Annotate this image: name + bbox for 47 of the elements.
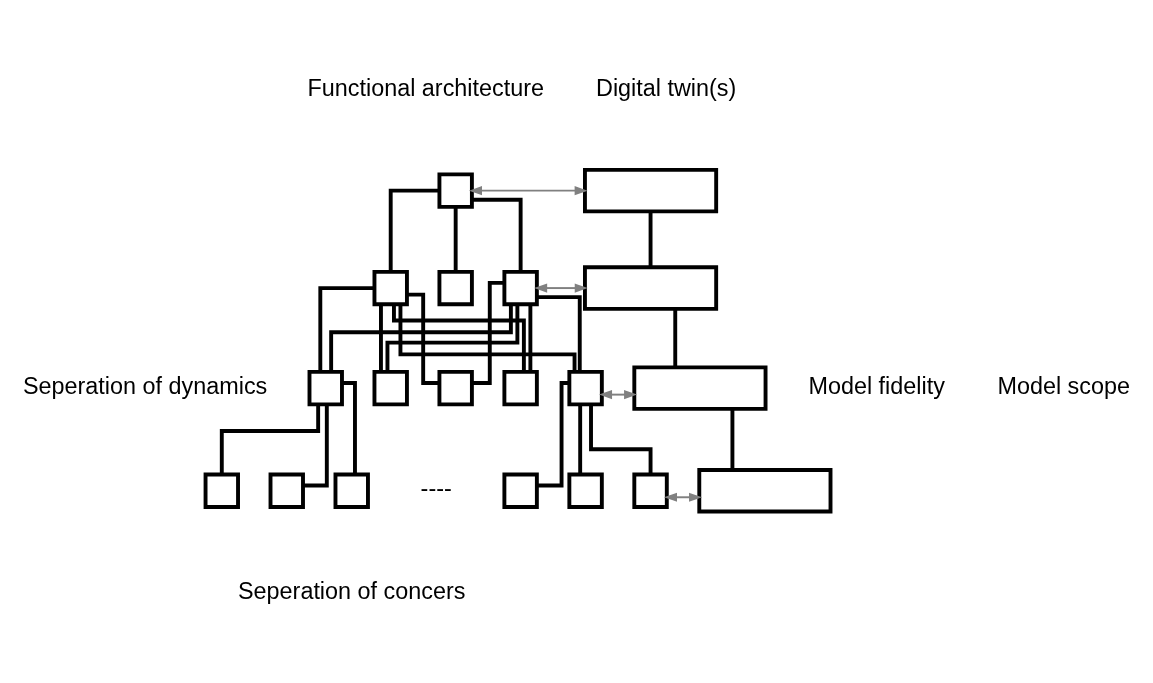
- node-box: [583, 264, 719, 311]
- node-box: [372, 269, 409, 306]
- connector: [648, 211, 653, 267]
- connector: [528, 304, 533, 372]
- node-box: [333, 472, 370, 509]
- connector: [318, 285, 375, 372]
- node-box: [567, 472, 604, 509]
- arrow: [469, 185, 588, 195]
- connector: [537, 294, 582, 372]
- connector: [342, 380, 357, 474]
- node-box: [632, 472, 669, 509]
- connector: [589, 404, 653, 474]
- label: Seperation of concers: [238, 577, 466, 604]
- connector: [219, 404, 321, 474]
- node-box: [632, 364, 768, 411]
- node-box: [583, 167, 719, 213]
- node-box: [203, 472, 240, 509]
- connector: [472, 197, 523, 271]
- label: Model scope: [997, 372, 1131, 399]
- label: ----: [420, 474, 452, 501]
- connector: [730, 408, 735, 470]
- connector: [379, 304, 383, 372]
- label: Functional architecture: [307, 74, 545, 101]
- node-box: [697, 467, 833, 513]
- connector: [407, 292, 440, 385]
- node-box: [372, 369, 409, 406]
- node-box: [502, 472, 539, 509]
- arrow: [534, 283, 588, 293]
- node-box: [437, 171, 474, 209]
- connector: [578, 404, 583, 474]
- label: Model fidelity: [808, 372, 945, 399]
- connector: [471, 280, 505, 385]
- node-box: [307, 369, 344, 406]
- label: Seperation of dynamics: [22, 372, 268, 399]
- node-box: [567, 369, 604, 406]
- connector: [398, 303, 577, 372]
- node-box: [502, 269, 539, 306]
- connector: [453, 206, 458, 272]
- node-box: [437, 369, 474, 406]
- node-box: [502, 369, 539, 406]
- node-box: [437, 269, 474, 306]
- connector: [388, 188, 440, 272]
- label: Digital twin(s): [596, 74, 737, 101]
- connector: [329, 304, 513, 372]
- node-box: [268, 472, 305, 509]
- connector: [537, 380, 570, 487]
- connector: [673, 308, 678, 367]
